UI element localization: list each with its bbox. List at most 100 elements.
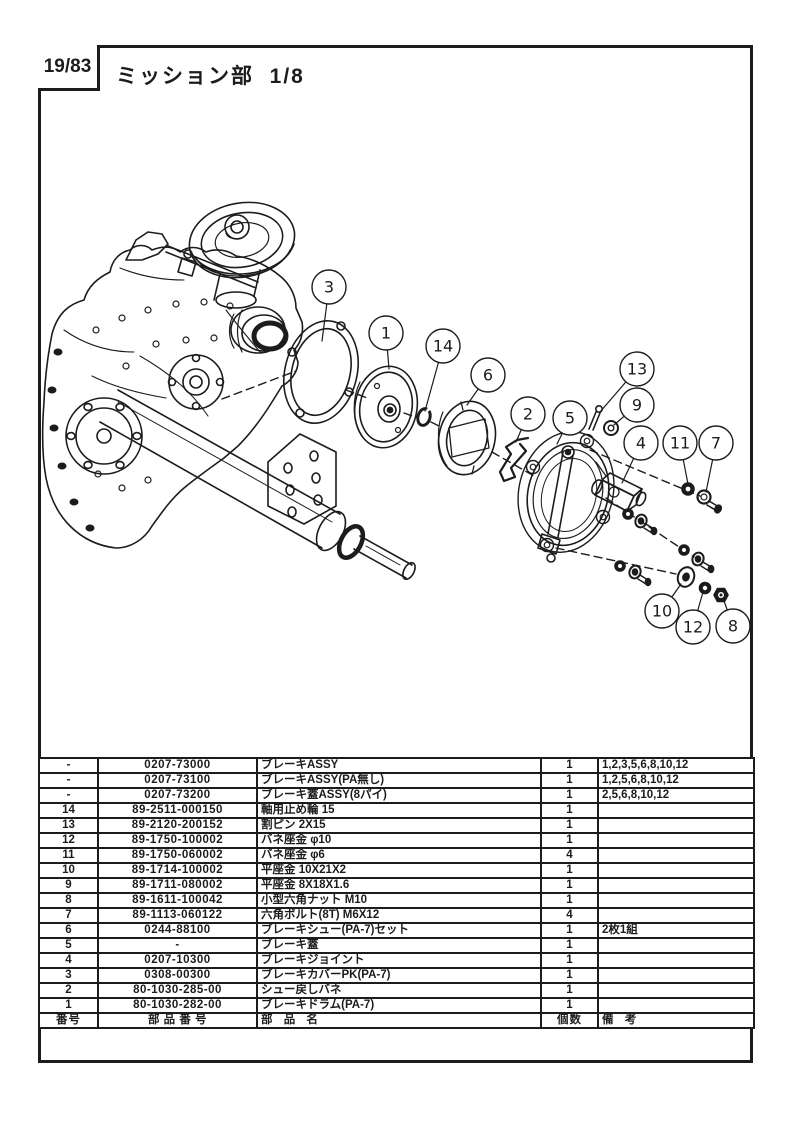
cell-remarks — [597, 877, 755, 894]
part-brake-cover — [517, 431, 615, 563]
cell-quantity: 1 — [540, 787, 599, 804]
callout-circle — [470, 357, 506, 393]
cell-part-name: シュー戻しバネ — [256, 982, 542, 999]
cell-quantity: 1 — [540, 937, 599, 954]
cell-remarks: 2枚1組 — [597, 922, 755, 939]
cell-part-number: 89-2511-000150 — [97, 802, 258, 819]
column-header: 番号 — [38, 1012, 99, 1029]
callout-circle — [715, 608, 751, 644]
page-number-box: 19/83 — [38, 45, 100, 91]
part-flat-washer-8 — [603, 420, 619, 436]
cell-quantity: 1 — [540, 952, 599, 969]
cell-ref-number: 3 — [38, 967, 99, 984]
callout-number: 1 — [381, 324, 391, 343]
cell-remarks — [597, 937, 755, 954]
cell-part-name: 六角ボルト(8T) M6X12 — [256, 907, 542, 924]
cell-part-name: ブレーキドラム(PA-7) — [256, 997, 542, 1014]
part-cotter-pin — [588, 404, 603, 431]
cell-part-name: 割ピン 2X15 — [256, 817, 542, 834]
part-spring-washer-6 — [681, 482, 695, 496]
cell-part-name: ブレーキシュー(PA-7)セット — [256, 922, 542, 939]
cell-quantity: 1 — [540, 892, 599, 909]
cell-part-name: 軸用止め輪 15 — [256, 802, 542, 819]
cell-part-number: 89-1611-100042 — [97, 892, 258, 909]
cell-ref-number: 7 — [38, 907, 99, 924]
cell-quantity: 1 — [540, 982, 599, 999]
column-header: 部 品 名 — [256, 1012, 542, 1029]
page-border-frame — [38, 45, 753, 1063]
cell-quantity: 1 — [540, 877, 599, 894]
cell-quantity: 1 — [540, 862, 599, 879]
cell-ref-number: 4 — [38, 952, 99, 969]
cell-ref-number: - — [38, 757, 99, 774]
column-header: 個数 — [540, 1012, 599, 1029]
cell-quantity: 1 — [540, 922, 599, 939]
cell-ref-number: - — [38, 772, 99, 789]
cell-remarks — [597, 997, 755, 1014]
cell-part-number: - — [97, 937, 258, 954]
part-spring-washer-10 — [698, 581, 712, 595]
callout-number: 12 — [683, 618, 703, 637]
cell-remarks: 1,2,5,6,8,10,12 — [597, 772, 755, 789]
cell-ref-number: 9 — [38, 877, 99, 894]
callout-number: 4 — [636, 434, 646, 453]
column-header: 備 考 — [597, 1012, 755, 1029]
part-flat-washer-10 — [676, 566, 696, 588]
part-brake-drum — [353, 365, 419, 449]
callout-number: 14 — [433, 337, 453, 356]
cell-quantity: 4 — [540, 847, 599, 864]
cell-remarks: 1,2,3,5,6,8,10,12 — [597, 757, 755, 774]
part-bolt-washer-pairs — [614, 508, 715, 587]
part-shoe-return-spring — [498, 436, 530, 483]
part-brake-shoe-set — [437, 400, 497, 476]
callout-circle — [311, 269, 347, 305]
cell-part-name: バネ座金 φ6 — [256, 847, 542, 864]
callout-circle — [619, 387, 655, 423]
callout-number: 13 — [627, 360, 647, 379]
cell-part-number: 80-1030-282-00 — [97, 997, 258, 1014]
cell-remarks — [597, 952, 755, 969]
cell-part-number: 0308-00300 — [97, 967, 258, 984]
callout-number: 6 — [483, 366, 493, 385]
cell-quantity: 1 — [540, 757, 599, 774]
cell-part-number: 89-1750-060002 — [97, 847, 258, 864]
cell-remarks — [597, 892, 755, 909]
cell-part-name: バネ座金 φ10 — [256, 832, 542, 849]
callout-circle — [619, 351, 655, 387]
cell-ref-number: 5 — [38, 937, 99, 954]
cell-ref-number: 12 — [38, 832, 99, 849]
page-number: 19/83 — [43, 55, 92, 77]
cell-part-number: 0207-73000 — [97, 757, 258, 774]
cell-ref-number: 6 — [38, 922, 99, 939]
cell-part-number: 0207-73200 — [97, 787, 258, 804]
cell-remarks — [597, 817, 755, 834]
callout-circle — [552, 400, 588, 436]
cell-part-number: 89-1113-060122 — [97, 907, 258, 924]
column-header: 部 品 番 号 — [97, 1012, 258, 1029]
cell-remarks — [597, 847, 755, 864]
callout-circle — [368, 315, 404, 351]
callout-circle — [623, 425, 659, 461]
cell-ref-number: 2 — [38, 982, 99, 999]
part-transmission-housing — [41, 201, 304, 549]
cell-part-name: 平座金 8X18X1.6 — [256, 877, 542, 894]
cell-ref-number: 8 — [38, 892, 99, 909]
part-axle-tube — [99, 389, 416, 581]
